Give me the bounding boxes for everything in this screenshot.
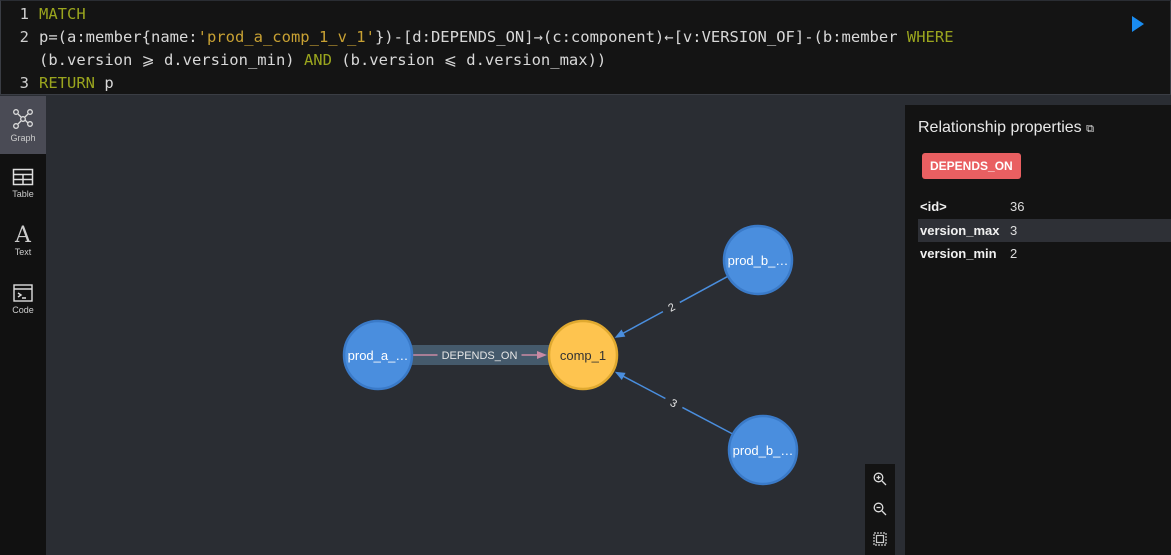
edge-line: [621, 374, 666, 400]
zoom-in-button[interactable]: [865, 464, 895, 494]
relationship-type-badge[interactable]: DEPENDS_ON: [922, 153, 1021, 179]
edge-label: 2: [666, 301, 677, 314]
selection-highlight: [412, 345, 551, 365]
relationship-2[interactable]: 2: [614, 275, 729, 338]
tab-table[interactable]: Table: [0, 154, 46, 212]
edge-label: 3: [668, 397, 679, 410]
node-circle: [547, 319, 619, 391]
properties-panel: Relationship properties ⧉ DEPENDS_ON <id…: [905, 105, 1171, 555]
zoom-controls: [865, 464, 895, 555]
node-circle: [727, 414, 799, 486]
edge-arrowhead: [537, 351, 547, 359]
node-a[interactable]: prod_a_…: [342, 319, 414, 391]
graph-canvas[interactable]: DEPENDS_ON 2 3 prod_a_… comp_1 prod_b_… prod_b…: [46, 96, 905, 555]
node-circle: [722, 224, 794, 296]
view-sidebar: Graph Table A Text Code: [0, 96, 46, 555]
edge-line: [621, 310, 664, 335]
relationship-3[interactable]: 3: [614, 371, 734, 435]
node-label: comp_1: [560, 348, 606, 363]
text-icon: A: [15, 223, 31, 248]
table-icon: [12, 168, 34, 185]
zoom-out-button[interactable]: [865, 494, 895, 524]
node-label: prod_b_…: [728, 253, 789, 268]
graph-icon: [13, 108, 33, 129]
node-b1[interactable]: prod_b_…: [722, 224, 794, 296]
edge-line: [682, 406, 734, 435]
run-query-button[interactable]: [1132, 16, 1144, 32]
tab-text[interactable]: A Text: [14, 223, 32, 258]
zoom-in-icon: [873, 472, 887, 486]
edge-label: DEPENDS_ON: [442, 350, 518, 362]
panel-title: Relationship properties ⧉: [918, 119, 1094, 136]
node-circle: [342, 319, 414, 391]
edge-arrowhead: [614, 329, 626, 338]
node-label: prod_a_…: [348, 348, 409, 363]
tab-graph[interactable]: Graph: [0, 96, 46, 154]
zoom-out-icon: [873, 502, 887, 516]
edge-arrowhead: [614, 371, 626, 381]
relationship-depends_on[interactable]: DEPENDS_ON: [412, 345, 551, 365]
node-label: prod_b_…: [733, 443, 794, 458]
copy-icon[interactable]: ⧉: [1086, 123, 1094, 135]
code-icon: [13, 283, 33, 302]
tab-code[interactable]: Code: [0, 270, 46, 328]
code-line-2-wrap: (b.version ⩾ d.version_min) AND (b.versi…: [39, 51, 607, 69]
edge-line: [679, 275, 729, 304]
property-row: <id>36: [920, 199, 1025, 214]
fit-to-screen-button[interactable]: [865, 524, 895, 554]
node-c[interactable]: comp_1: [547, 319, 619, 391]
fit-icon: [873, 532, 887, 546]
node-b2[interactable]: prod_b_…: [727, 414, 799, 486]
